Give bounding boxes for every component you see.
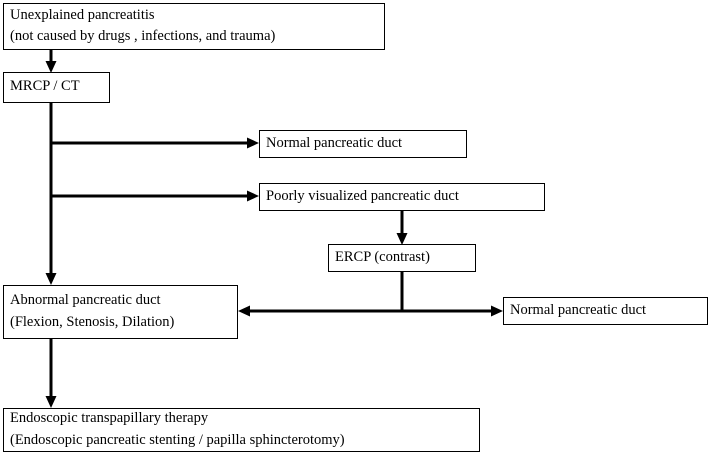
normal-pancreatic-duct-box-top[interactable]: Normal pancreatic duct <box>259 130 467 158</box>
edge-mrcp-to-abnormal-duct <box>45 103 57 285</box>
unexplained-pancreatitis-line-1: Unexplained pancreatitis <box>10 6 155 23</box>
edge-ercp-to-abnormal-duct <box>238 305 402 317</box>
edge-mrcp-to-poorly-visualized-duct <box>51 190 259 202</box>
abnormal-pancreatic-duct-box[interactable]: Abnormal pancreatic duct (Flexion, Steno… <box>3 285 238 339</box>
edge-poorly-visualized-to-ercp <box>396 211 408 245</box>
poorly-visualized-pancreatic-duct-box[interactable]: Poorly visualized pancreatic duct <box>259 183 545 211</box>
normal-pancreatic-duct-right-label: Normal pancreatic duct <box>510 301 647 318</box>
abnormal-pancreatic-duct-line-2: (Flexion, Stenosis, Dilation) <box>10 313 175 330</box>
unexplained-pancreatitis-box[interactable]: Unexplained pancreatitis (not caused by … <box>3 3 385 50</box>
mrcp-ct-box[interactable]: MRCP / CT <box>3 72 110 103</box>
edge-mrcp-to-normal-duct-top <box>51 137 259 149</box>
edge-ercp-to-normal-duct-right <box>402 305 503 317</box>
normal-pancreatic-duct-box-right[interactable]: Normal pancreatic duct <box>503 297 708 325</box>
endoscopic-therapy-line-1: Endoscopic transpapillary therapy <box>10 410 209 427</box>
endoscopic-therapy-line-2: (Endoscopic pancreatic stenting / papill… <box>10 431 345 448</box>
ercp-contrast-label: ERCP (contrast) <box>335 248 430 265</box>
unexplained-pancreatitis-line-2: (not caused by drugs , infections, and t… <box>10 28 276 44</box>
endoscopic-transpapillary-therapy-box[interactable]: Endoscopic transpapillary therapy (Endos… <box>3 408 480 452</box>
ercp-contrast-box[interactable]: ERCP (contrast) <box>328 244 476 272</box>
normal-pancreatic-duct-top-label: Normal pancreatic duct <box>266 134 403 151</box>
edge-unexplained-to-mrcp <box>45 50 57 73</box>
abnormal-pancreatic-duct-line-1: Abnormal pancreatic duct <box>10 292 161 309</box>
poorly-visualized-pancreatic-duct-label: Poorly visualized pancreatic duct <box>266 187 459 204</box>
edge-abnormal-duct-to-endoscopic-therapy <box>45 339 57 408</box>
mrcp-ct-label: MRCP / CT <box>10 78 80 95</box>
